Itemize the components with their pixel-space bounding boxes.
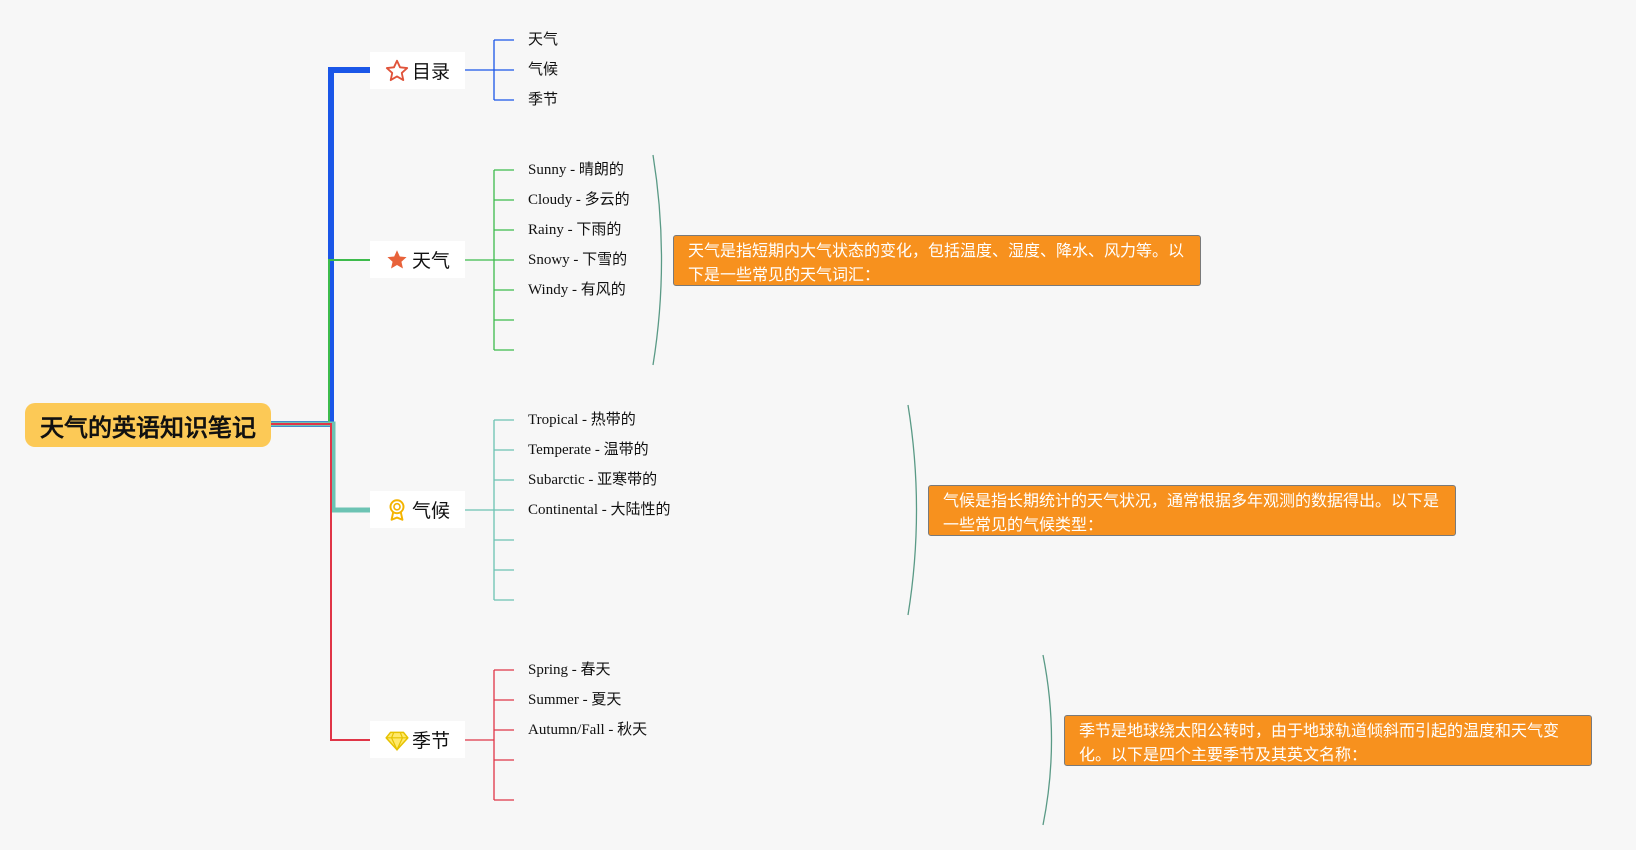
climate-item-subarctic[interactable]: Subarctic - 亚寒带的: [528, 472, 658, 488]
summary-note-weather[interactable]: 天气是指短期内大气状态的变化，包括温度、湿度、降水、风力等。以下是一些常见的天气…: [673, 235, 1201, 286]
weather-item-cloudy[interactable]: Cloudy - 多云的: [528, 192, 630, 208]
summary-note-climate[interactable]: 气候是指长期统计的天气状况，通常根据多年观测的数据得出。以下是一些常见的气候类型…: [928, 485, 1456, 536]
climate-item-tropical[interactable]: Tropical - 热带的: [528, 412, 636, 428]
weather-item-windy[interactable]: Windy - 有风的: [528, 282, 626, 298]
summary-bracket-climate: [907, 404, 918, 616]
toc-item-climate[interactable]: 气候: [528, 62, 559, 78]
award-medal-icon: [384, 497, 410, 523]
star-outline-icon: [384, 58, 410, 84]
topic-toc[interactable]: 目录: [370, 52, 465, 89]
climate-item-continental[interactable]: Continental - 大陆性的: [528, 502, 671, 518]
branches-weather: [465, 169, 514, 351]
topic-season-label: 季节: [412, 730, 451, 752]
diamond-icon: [384, 727, 410, 753]
branches-climate: [465, 419, 514, 601]
topic-toc-label: 目录: [412, 61, 451, 83]
topic-climate-label: 气候: [412, 500, 451, 522]
summary-bracket-weather: [652, 154, 663, 366]
climate-item-temperate[interactable]: Temperate - 温带的: [528, 442, 649, 458]
connector-root-season: [271, 423, 370, 741]
toc-item-weather[interactable]: 天气: [528, 32, 559, 48]
central-topic[interactable]: 天气的英语知识笔记: [25, 403, 271, 447]
topic-climate[interactable]: 气候: [370, 491, 465, 528]
topic-weather-label: 天气: [412, 250, 451, 272]
branches-season: [465, 669, 514, 801]
summary-bracket-season: [1042, 654, 1053, 826]
connector-root-weather: [271, 259, 370, 425]
connector-root-climate: [271, 421, 370, 513]
connector-root-toc: [271, 67, 370, 427]
topic-season[interactable]: 季节: [370, 721, 465, 758]
weather-item-rainy[interactable]: Rainy - 下雨的: [528, 222, 622, 238]
season-item-summer[interactable]: Summer - 夏天: [528, 692, 622, 708]
weather-item-sunny[interactable]: Sunny - 晴朗的: [528, 162, 624, 178]
weather-item-snowy[interactable]: Snowy - 下雪的: [528, 252, 628, 268]
season-item-autumn[interactable]: Autumn/Fall - 秋天: [528, 722, 648, 738]
toc-item-season[interactable]: 季节: [528, 92, 559, 108]
branches-toc: [465, 39, 514, 101]
summary-note-season[interactable]: 季节是地球绕太阳公转时，由于地球轨道倾斜而引起的温度和天气变化。以下是四个主要季…: [1064, 715, 1592, 766]
star-filled-icon: [384, 247, 410, 273]
season-item-spring[interactable]: Spring - 春天: [528, 662, 611, 678]
topic-weather[interactable]: 天气: [370, 241, 465, 278]
